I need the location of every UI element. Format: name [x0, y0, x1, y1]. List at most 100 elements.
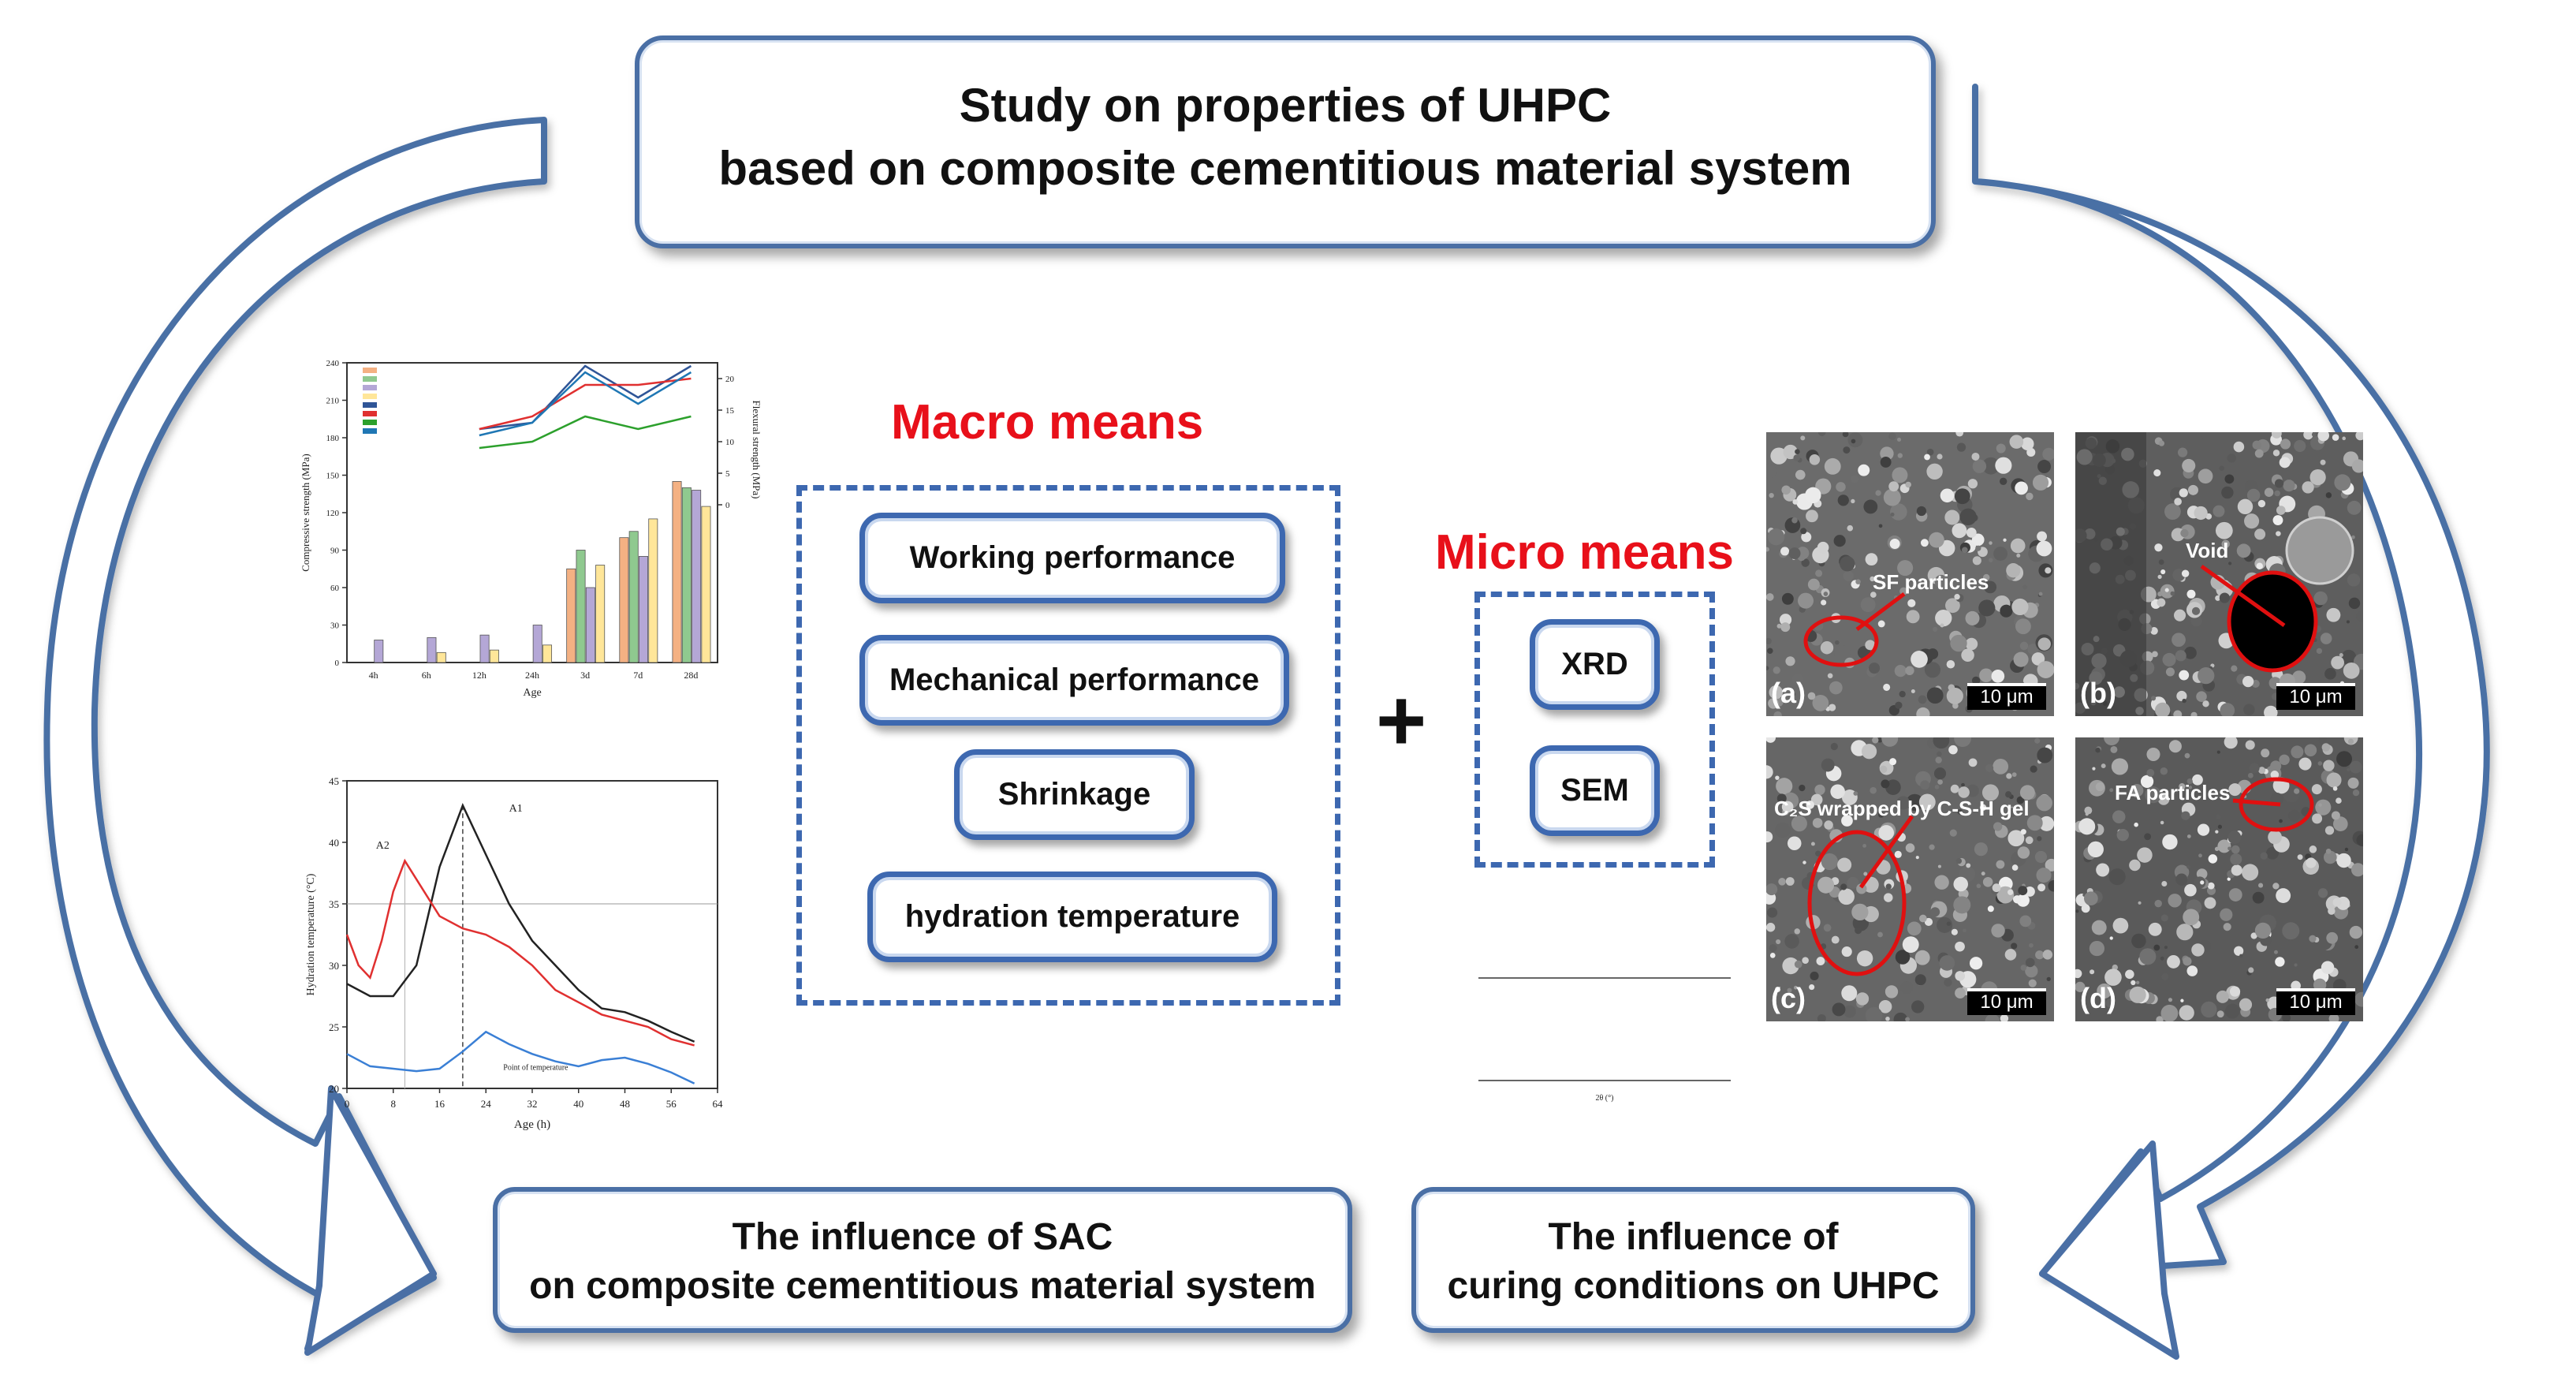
sem-grain — [2228, 783, 2242, 797]
legend-swatch — [363, 420, 377, 425]
sem-grain — [2325, 848, 2332, 854]
sem-grain — [1974, 842, 1988, 857]
sac-influence-line-2: on composite cementitious material syste… — [529, 1265, 1316, 1307]
sem-grain — [1935, 609, 1952, 627]
sem-grain — [2346, 620, 2350, 624]
sem-grain — [2328, 907, 2336, 915]
sem-grain — [2160, 914, 2168, 922]
sem-grain — [1791, 816, 1807, 832]
sem-grain — [2197, 823, 2210, 836]
legend-swatch — [363, 394, 377, 399]
sem-grain — [1889, 758, 1897, 766]
sem-grain — [2016, 553, 2021, 558]
sem-grain — [2246, 488, 2261, 502]
sem-grain — [1779, 614, 1792, 626]
sem-grain — [2032, 474, 2049, 491]
sem-grain — [1907, 599, 1916, 607]
sem-grain — [1924, 662, 1941, 678]
sem-image-b: Void (b) 10 μm — [2075, 432, 2363, 716]
sem-grain — [1835, 640, 1840, 645]
sem-grain — [1929, 844, 1935, 850]
sem-grain — [1781, 485, 1791, 495]
sem-grain — [2021, 437, 2034, 450]
sem-grain — [2134, 822, 2138, 827]
sem-grain — [1795, 449, 1800, 454]
sem-grain — [2186, 865, 2190, 869]
sem-grain — [1878, 524, 1883, 528]
sem-grain — [1979, 668, 1993, 683]
sem-grain — [2182, 698, 2186, 704]
sem-grain — [2087, 841, 2104, 858]
sem-grain — [1766, 883, 1778, 896]
y-tick-label: 210 — [326, 397, 340, 406]
sem-grain — [1869, 663, 1881, 674]
sem-grain — [2181, 811, 2190, 820]
strength-bar — [427, 636, 437, 663]
y-tick-label: 45 — [329, 775, 339, 787]
sem-grain — [2318, 803, 2322, 807]
sem-grain — [1972, 459, 1987, 473]
sem-grain — [1792, 499, 1799, 505]
sem-grain — [2264, 705, 2278, 716]
sem-grain — [1985, 763, 1994, 773]
sem-grain — [1906, 610, 1920, 624]
sem-grain — [1897, 560, 1914, 577]
sem-grain — [2016, 796, 2025, 804]
sem-grain — [1841, 985, 1858, 1002]
sem-grain — [1791, 674, 1804, 685]
x-tick-label: 4h — [369, 670, 378, 681]
sem-grain — [2215, 521, 2233, 539]
strength-bar — [628, 531, 639, 663]
sem-grain — [2302, 481, 2314, 494]
sem-grain — [2179, 670, 2190, 681]
strength-bar — [436, 651, 446, 663]
sem-grain — [1954, 737, 1971, 748]
sem-grain — [1810, 793, 1823, 806]
sem-grain — [2108, 868, 2126, 886]
sem-grain — [1806, 510, 1818, 523]
sem-grain — [1870, 592, 1877, 598]
sem-grain — [1767, 528, 1785, 546]
sem-grain — [2244, 513, 2260, 529]
sem-grain — [2200, 432, 2213, 441]
sem-grain — [2161, 880, 2168, 887]
y-axis-label: Compressive strength (MPa) — [300, 454, 311, 571]
sem-grain — [2131, 933, 2146, 949]
sem-grain — [2144, 833, 2152, 841]
sem-grain — [1940, 488, 1955, 503]
sem-grain — [1810, 971, 1819, 981]
sem-grain — [1926, 463, 1943, 480]
x-tick-label: 24h — [525, 670, 539, 681]
sem-grain — [2095, 747, 2101, 753]
sem-grain — [2112, 810, 2126, 823]
sem-grain — [1821, 599, 1827, 606]
sem-grain — [2153, 469, 2161, 477]
macro-means-heading: Macro means — [891, 395, 1204, 450]
sem-grain — [2154, 899, 2162, 908]
flexural-line — [479, 364, 692, 431]
sem-image-c: C₂S wrapped by C-S-H gel (c) 10 μm — [1766, 737, 2054, 1021]
sac-influence-line-1: The influence of SAC — [732, 1216, 1113, 1258]
sem-grain — [2007, 830, 2025, 847]
sem-grain — [2194, 876, 2206, 889]
sem-grain — [2111, 758, 2129, 775]
sem-grain — [2231, 845, 2240, 854]
sem-grain — [1918, 695, 1927, 704]
x-tick-label: 56 — [666, 1098, 677, 1110]
sem-grain — [2045, 567, 2052, 574]
sem-grain — [2037, 460, 2052, 474]
sem-grain — [2075, 969, 2082, 979]
sem-grain — [1996, 443, 2006, 454]
left-curved-arrow — [43, 117, 547, 1352]
sem-grain — [2297, 854, 2303, 860]
legend-swatch — [363, 411, 377, 416]
sem-grain — [1944, 510, 1960, 525]
sem-grain — [1905, 843, 1915, 853]
sem-texture-b — [2075, 432, 2363, 716]
sem-grain — [1815, 569, 1823, 577]
sem-grain — [1976, 883, 1981, 889]
sem-grain — [2039, 816, 2054, 831]
left-arrow-head — [304, 1085, 437, 1356]
sem-grain — [1897, 453, 1903, 458]
y-tick-label: 60 — [330, 584, 340, 593]
